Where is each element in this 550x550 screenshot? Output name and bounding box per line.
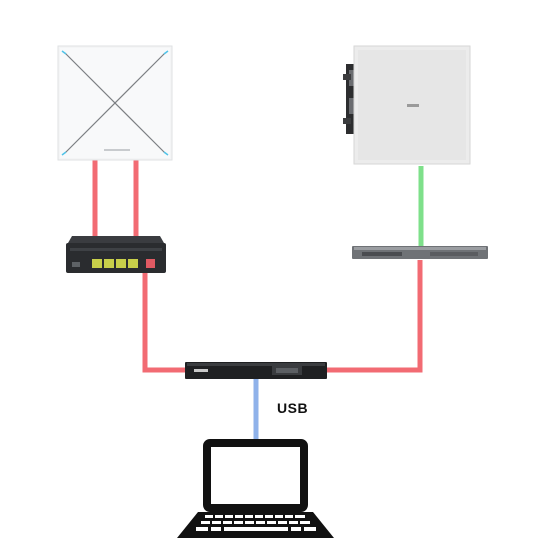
switch-port — [92, 259, 102, 268]
speaker-logo — [407, 104, 419, 107]
amplifier — [352, 246, 488, 259]
processor-logo — [194, 369, 208, 372]
ceiling-speaker — [343, 45, 471, 165]
laptop-screen — [203, 439, 308, 512]
mic-logo — [104, 149, 130, 151]
cable-processor-amplifier — [325, 260, 423, 373]
switch-port — [128, 259, 138, 268]
laptop — [177, 439, 334, 538]
ceiling-mic — [57, 45, 173, 161]
laptop-base — [177, 512, 334, 538]
mic-led-indicator — [61, 50, 67, 55]
mic-led-indicator — [61, 151, 67, 156]
cable-switch-processor — [142, 272, 190, 373]
cables — [92, 160, 424, 443]
switch-port — [104, 259, 114, 268]
poe-switch — [66, 236, 166, 273]
switch-ports — [92, 259, 155, 268]
dsp-processor — [185, 362, 327, 379]
switch-port — [146, 259, 155, 268]
laptop-keyboard — [196, 515, 316, 531]
switch-port — [116, 259, 126, 268]
usb-connection-label: USB — [277, 400, 309, 416]
mic-led-indicator — [163, 50, 169, 55]
mic-led-indicator — [163, 151, 169, 156]
